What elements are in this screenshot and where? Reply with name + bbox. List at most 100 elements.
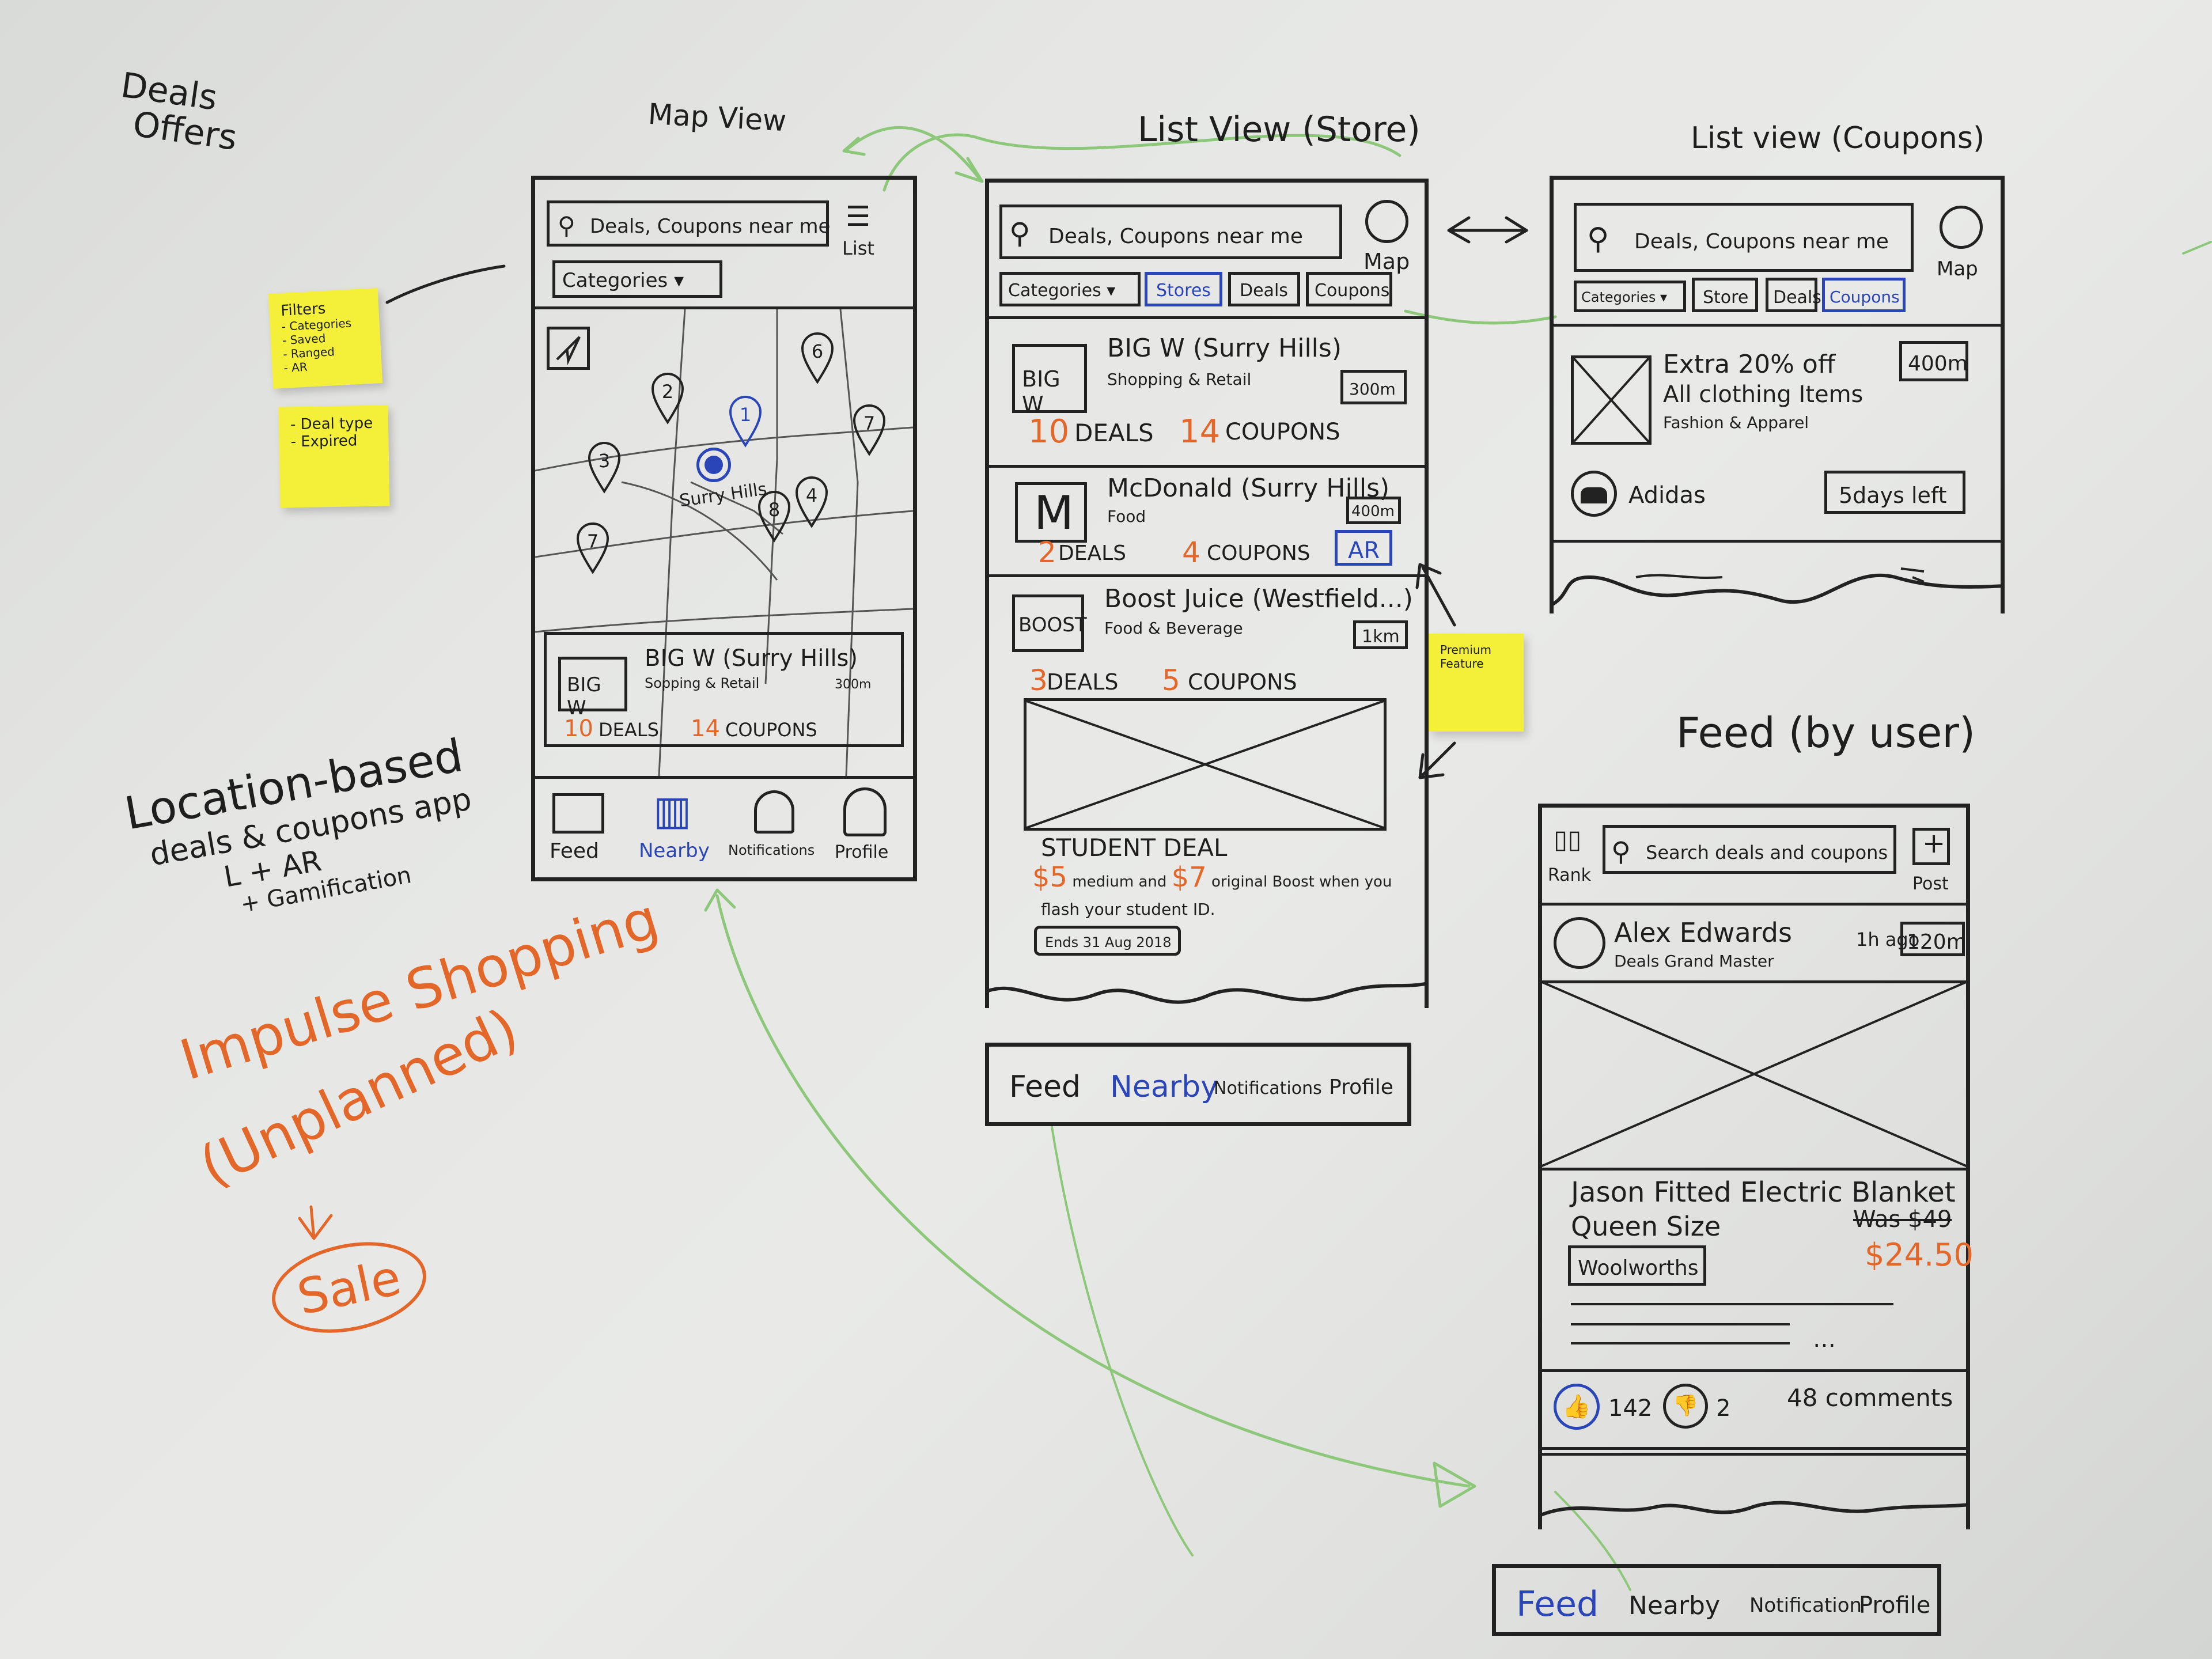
nav-profile[interactable]: Profile (1859, 1592, 1931, 1619)
filter-label: Coupons (1315, 281, 1390, 301)
rank-label: Rank (1548, 865, 1591, 885)
coupons-label: COUPONS (1225, 419, 1340, 445)
store-filter-coupons[interactable]: Coupons (1306, 272, 1392, 306)
coupon-distance: 400m (1899, 341, 1968, 381)
like-button[interactable]: 👍 142 (1554, 1384, 1652, 1435)
dislike-count: 2 (1716, 1395, 1731, 1422)
coupon-row[interactable]: Extra 20% off All clothing Items Fashion… (1554, 327, 2001, 540)
divider (1554, 324, 2001, 327)
torn-edge (1538, 1501, 1970, 1518)
map-pin[interactable]: 3 (587, 442, 622, 494)
nav-notifications[interactable]: Notifications (728, 787, 820, 868)
pin-number: 1 (739, 404, 752, 426)
concept-text: Location-based deals & coupons app L + A… (121, 730, 484, 935)
deal-image-placeholder[interactable] (1024, 698, 1387, 831)
ar-badge[interactable]: AR (1335, 530, 1392, 566)
store-distance: 1km (1353, 620, 1408, 649)
map-toggle-button[interactable]: Map (1349, 194, 1418, 275)
distance-text: 300m (1349, 380, 1396, 399)
coupons-filter-categories[interactable]: Categories ▾ (1574, 281, 1686, 312)
filter-label: Coupons (1830, 287, 1900, 306)
map-search-bar[interactable]: ⚲ Deals, Coupons near me (547, 200, 830, 247)
coupon-subtitle: All clothing Items (1663, 381, 1863, 408)
list-toggle-button[interactable]: ☰ List (838, 203, 889, 266)
search-icon: ⚲ (1587, 222, 1609, 256)
distance-text: 120m (1907, 930, 1967, 954)
text-line (1571, 1342, 1790, 1344)
store-row[interactable]: BIG W BIG W (Surry Hills) Shopping & Ret… (989, 321, 1425, 465)
map-pin[interactable]: 2 (650, 373, 685, 425)
product-size: Queen Size (1571, 1211, 1721, 1242)
map-canvas[interactable]: 2 1 6 7 3 4 8 7 (535, 309, 913, 776)
current-location-icon (696, 448, 731, 482)
post-image-placeholder[interactable] (1538, 980, 1970, 1171)
filter-label: Deals (1240, 281, 1288, 301)
deals-label: DEALS (599, 719, 659, 741)
deals-count: 10 (564, 715, 593, 742)
map-pin[interactable]: 6 (800, 332, 835, 384)
nav-feed[interactable]: Feed (544, 787, 613, 868)
store-category: Food & Beverage (1104, 619, 1243, 638)
coupons-count: 14 (1179, 413, 1221, 450)
deal-text: flash your student ID. (1041, 900, 1215, 919)
store-row[interactable]: M McDonald (Surry Hills) Food 400m AR 2 … (989, 468, 1425, 574)
post-button[interactable]: + Post (1902, 822, 1965, 903)
nav-notifications[interactable]: Notifications (1214, 1078, 1322, 1099)
brand-logo-icon (1571, 471, 1617, 517)
nav-notification[interactable]: Notification (1749, 1594, 1862, 1617)
map-store-card[interactable]: BIG W BIG W (Surry Hills) Sopping & Reta… (544, 632, 904, 747)
divider (1542, 1447, 1966, 1450)
post-author[interactable]: Alex Edwards Deals Grand Master 1h ago 1… (1542, 906, 1967, 980)
product-store[interactable]: Woolworths (1568, 1245, 1706, 1286)
nav-nearby[interactable]: Nearby (1110, 1070, 1218, 1104)
coupons-filter-coupons[interactable]: Coupons (1822, 278, 1906, 312)
avatar-icon (1554, 917, 1605, 969)
pin-number: 7 (863, 412, 876, 434)
sale-price: $24.50 (1865, 1237, 1974, 1273)
store-filter-deals[interactable]: Deals (1228, 272, 1300, 306)
coupons-label: COUPONS (1207, 541, 1310, 565)
nav-nearby[interactable]: ▥ Nearby (636, 787, 717, 868)
distance-text: 1km (1362, 627, 1400, 647)
rank-button[interactable]: ▯▯ Rank (1542, 819, 1597, 894)
store-row[interactable]: BOOST Boost Juice (Westfield...) Food & … (989, 577, 1425, 911)
nav-feed[interactable]: Feed (1009, 1070, 1081, 1104)
nav-profile[interactable]: Profile (1329, 1075, 1393, 1099)
search-placeholder: Search deals and coupons (1646, 842, 1888, 863)
map-view-frame: ⚲ Deals, Coupons near me ☰ List Categori… (531, 176, 917, 881)
coupons-search-bar[interactable]: ⚲ Deals, Coupons near me (1574, 203, 1914, 272)
dislike-button[interactable]: 👎 2 (1663, 1384, 1744, 1435)
locate-me-icon[interactable] (547, 327, 590, 370)
nav-nearby[interactable]: Nearby (1628, 1591, 1721, 1620)
thumbs-down-icon: 👎 (1663, 1384, 1708, 1429)
deals-count: 10 (1028, 413, 1070, 450)
store-search-bar[interactable]: ⚲ Deals, Coupons near me (999, 204, 1342, 259)
nav-feed[interactable]: Feed (1516, 1584, 1599, 1624)
map-pin[interactable]: 7 (852, 404, 887, 456)
map-pin[interactable]: 7 (575, 522, 610, 574)
deal-description: $5 medium and $7 original Boost when you (1032, 863, 1424, 894)
feed-heading: Feed (by user) (1676, 709, 1976, 757)
map-pin[interactable]: 1 (728, 396, 763, 448)
list-store-heading: List View (Store) (1138, 109, 1421, 150)
map-label: Map (1363, 249, 1410, 274)
map-pin[interactable]: 8 (757, 491, 791, 543)
map-toggle-button[interactable]: Map (1922, 200, 1991, 281)
coupons-filter-deals[interactable]: Deals (1766, 278, 1821, 312)
comments-link[interactable]: 48 comments (1787, 1384, 1953, 1412)
nav-profile[interactable]: Profile (826, 787, 907, 868)
map-label: Map (1937, 257, 1978, 281)
feed-icon (552, 793, 604, 834)
map-categories-dropdown[interactable]: Categories ▾ (552, 260, 722, 298)
map-pin[interactable]: 4 (794, 476, 829, 528)
store-category: Shopping & Retail (1107, 370, 1252, 389)
list-label: List (842, 237, 874, 259)
store-filter-stores[interactable]: Stores (1145, 272, 1222, 306)
pin-number: 4 (805, 484, 818, 506)
map-roads (535, 309, 913, 776)
store-logo-text: BIG W (567, 673, 601, 719)
coupons-filter-store[interactable]: Store (1692, 278, 1758, 312)
more-indicator: … (1813, 1326, 1836, 1353)
store-filter-categories[interactable]: Categories ▾ (999, 272, 1141, 306)
feed-search-bar[interactable]: ⚲ Search deals and coupons (1603, 825, 1896, 874)
